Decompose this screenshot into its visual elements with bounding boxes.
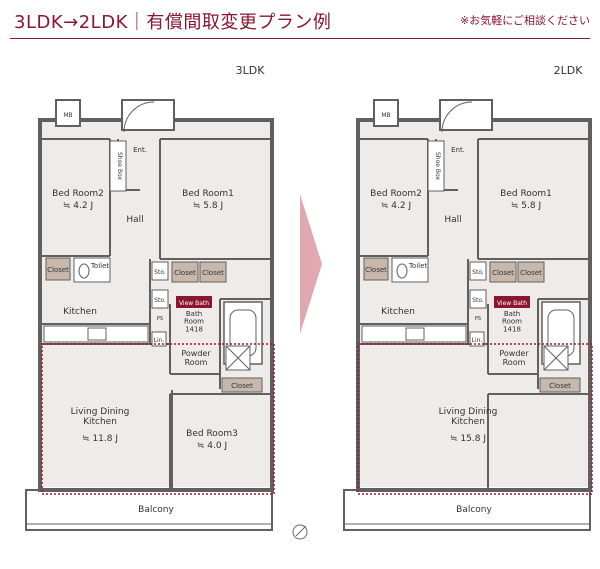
mb-box	[55, 99, 81, 127]
entrance-label: Ent.	[133, 146, 147, 154]
closet-a-label: Closet	[47, 266, 69, 274]
linen-label: Lin.	[472, 337, 483, 344]
view-bath-label: View Bath	[179, 300, 209, 307]
kitchen-label: Kitchen	[381, 307, 415, 317]
storage-2-label: Sto.	[154, 297, 166, 304]
kitchen-sink	[405, 327, 425, 341]
entrance-label: Ent.	[451, 146, 465, 154]
plan-type-label: 3LDK	[236, 64, 266, 77]
storage-2-label: Sto.	[472, 297, 484, 304]
page-header: 3LDK→2LDK｜有償間取変更プラン例 ※お気軽にご相談ください	[0, 0, 600, 44]
hall-label: Hall	[444, 215, 461, 225]
closet-d-label: Closet	[231, 382, 253, 390]
ldk-size: ≒ 15.8 J	[450, 434, 486, 444]
closet-c	[517, 261, 545, 283]
bedroom2-name: Bed Room2	[52, 189, 104, 199]
closet-c	[199, 261, 227, 283]
view-bath-label: View Bath	[497, 300, 527, 307]
linen-label: Lin.	[154, 337, 165, 344]
view-bath-badge	[494, 296, 530, 308]
bedroom1-name: Bed Room1	[500, 189, 552, 199]
storage-1-label: Sto.	[472, 269, 484, 276]
bedroom1-name: Bed Room1	[182, 189, 234, 199]
change-arrow	[300, 194, 322, 334]
balcony-outline	[343, 489, 591, 531]
bedroom3-size: ≒ 4.0 J	[197, 441, 227, 451]
washer-cross	[543, 345, 569, 371]
shoe-box-label: Shoe Box	[116, 152, 123, 180]
bedroom2-size: ≒ 4.2 J	[381, 201, 411, 211]
bedroom3-name: Bed Room3	[186, 429, 238, 439]
header-rule	[10, 38, 590, 39]
closet-a-label: Closet	[365, 266, 387, 274]
balcony-outline	[25, 489, 273, 531]
closet-c-label: Closet	[520, 269, 542, 277]
bedroom2-size: ≒ 4.2 J	[63, 201, 93, 211]
kitchen-counter	[43, 325, 149, 343]
kitchen-sink	[87, 327, 107, 341]
toilet-bowl	[396, 263, 408, 279]
storage-1	[469, 261, 487, 281]
compass-icon	[292, 524, 308, 540]
closet-d	[221, 377, 263, 393]
ps-label: PS	[475, 316, 481, 322]
entrance-door-swing	[123, 101, 155, 133]
shoe-box	[109, 140, 127, 192]
closet-b	[171, 261, 199, 283]
storage-1-label: Sto.	[154, 269, 166, 276]
bedroom2-name: Bed Room2	[370, 189, 422, 199]
shoe-box	[427, 140, 445, 192]
balcony-label: Balcony	[456, 505, 492, 515]
change-area-marker	[357, 343, 593, 495]
closet-b-label: Closet	[492, 269, 514, 277]
bedroom1-size: ≒ 5.8 J	[193, 201, 223, 211]
toilet-bowl	[78, 263, 90, 279]
closet-d	[539, 377, 581, 393]
floor-plan-before: 3LDK MB Shoe Box Ent. Bed Room2 ≒ 4.2 J Bed Ro…	[25, 64, 275, 531]
shoe-box-label: Shoe Box	[434, 152, 441, 180]
toilet-label: Toilet	[408, 262, 428, 270]
floor-plan-comparison: 3LDK MB Shoe Box Ent. Bed Room2 ≒ 4.2 J Bed Ro…	[25, 64, 593, 540]
compass-needle	[295, 525, 307, 537]
balcony-label: Balcony	[138, 505, 174, 515]
closet-a	[45, 257, 71, 281]
linen-closet	[151, 331, 167, 347]
closet-a	[363, 257, 389, 281]
closet-d-label: Closet	[549, 382, 571, 390]
mb-label: MB	[63, 112, 72, 119]
kitchen-counter	[361, 325, 467, 343]
change-area-marker	[41, 343, 275, 495]
mb-label: MB	[381, 112, 390, 119]
entrance-block	[439, 99, 493, 131]
toilet-label: Toilet	[90, 262, 110, 270]
entrance-block	[121, 99, 175, 131]
ldk-size: ≒ 11.8 J	[82, 434, 118, 444]
closet-c-label: Closet	[202, 269, 224, 277]
washer-cross	[225, 345, 251, 371]
storage-2	[469, 289, 487, 309]
floor-plan-after: 2LDK MB Shoe Box Ent. Bed Room2 ≒ 4.2 J Bed Ro…	[343, 64, 593, 531]
ps-label: PS	[157, 316, 163, 322]
plan-type-label: 2LDK	[554, 64, 584, 77]
storage-2	[151, 289, 169, 309]
mb-box	[373, 99, 399, 127]
closet-b	[489, 261, 517, 283]
kitchen-label: Kitchen	[63, 307, 97, 317]
page-title: 3LDK→2LDK｜有償間取変更プラン例	[14, 12, 332, 33]
consult-note: ※お気軽にご相談ください	[460, 14, 590, 27]
bedroom1-size: ≒ 5.8 J	[511, 201, 541, 211]
linen-closet	[469, 331, 485, 347]
view-bath-badge	[176, 296, 212, 308]
entrance-door-swing	[441, 101, 473, 133]
storage-1	[151, 261, 169, 281]
hall-label: Hall	[126, 215, 143, 225]
closet-b-label: Closet	[174, 269, 196, 277]
